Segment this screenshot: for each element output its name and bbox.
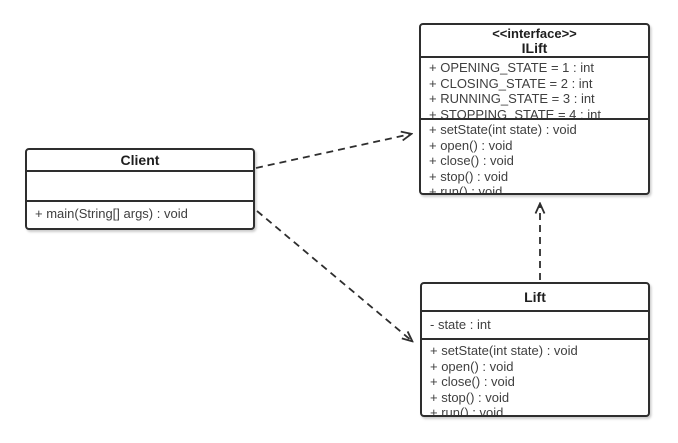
- interface-stereotype: <<interface>>: [492, 25, 577, 41]
- member-row: + run() : void: [429, 184, 503, 193]
- member-row: + setState(int state) : void: [429, 122, 577, 137]
- member-row: + stop() : void: [429, 168, 509, 184]
- member-row: - state : int: [430, 317, 491, 332]
- attributes-section: - state : int: [422, 310, 648, 338]
- member-row: + main(String[] args) : void: [35, 206, 188, 221]
- class-header-lift: Lift: [422, 284, 648, 310]
- class-name: Lift: [524, 288, 546, 305]
- member-row: + open() : void: [430, 358, 514, 374]
- member-row: + close() : void: [429, 153, 514, 168]
- member-row: + run() : void: [430, 405, 504, 415]
- member-row: + close() : void: [430, 374, 515, 389]
- class-box-lift[interactable]: Lift - state : int + setState(int state)…: [420, 282, 650, 417]
- member-row: + setState(int state) : void: [430, 343, 578, 358]
- attributes-section: [27, 170, 253, 200]
- class-header-ilift: <<interface>> ILift: [421, 25, 648, 56]
- dependency-arrow-client-to-lift: [256, 210, 412, 341]
- class-box-client[interactable]: Client + main(String[] args) : void: [25, 148, 255, 230]
- member-row: + CLOSING_STATE = 2 : int: [429, 75, 593, 91]
- class-header-client: Client: [27, 150, 253, 170]
- methods-section: + setState(int state) : void+ open() : v…: [422, 338, 648, 415]
- member-row: + STOPPING_STATE = 4 : int: [429, 106, 601, 119]
- methods-section: + setState(int state) : void+ open() : v…: [421, 118, 648, 193]
- member-row: + RUNNING_STATE = 3 : int: [429, 91, 595, 106]
- member-row: + stop() : void: [430, 389, 510, 405]
- class-box-ilift[interactable]: <<interface>> ILift + OPENING_STATE = 1 …: [419, 23, 650, 195]
- class-name: Client: [120, 151, 160, 168]
- member-row: + OPENING_STATE = 1 : int: [429, 60, 594, 75]
- member-row: + open() : void: [429, 137, 513, 153]
- attributes-section: + OPENING_STATE = 1 : int+ CLOSING_STATE…: [421, 56, 648, 118]
- dependency-arrow-client-to-ilift: [255, 134, 411, 169]
- methods-section: + main(String[] args) : void: [27, 200, 253, 228]
- class-name: ILift: [521, 39, 548, 56]
